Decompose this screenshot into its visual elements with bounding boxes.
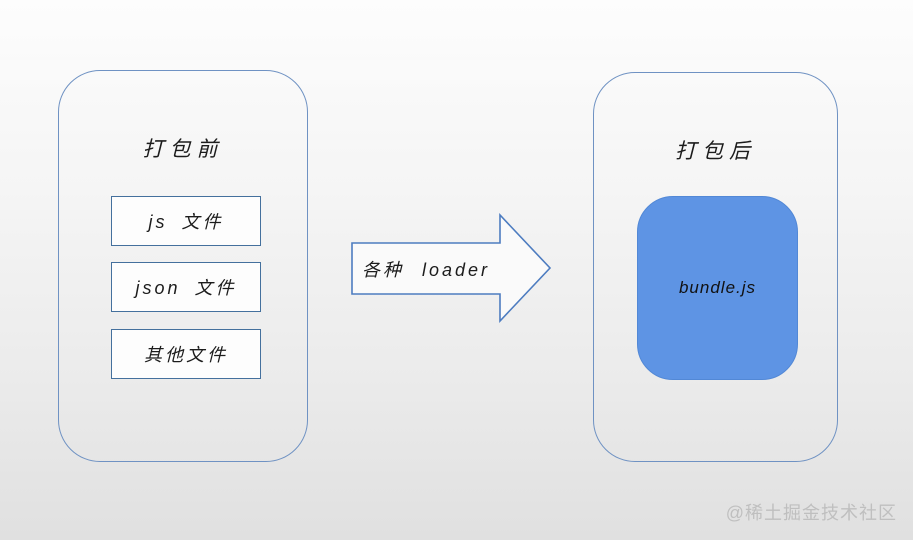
before-packaging-title: 打包前 (142, 138, 224, 161)
file-box-js: js 文件 (111, 196, 261, 246)
arrow-label: 各种 loader (361, 259, 491, 280)
file-box-json: json 文件 (111, 262, 261, 312)
file-box-other-label: 其他文件 (144, 345, 228, 365)
after-packaging-container: 打包后 (593, 72, 838, 462)
watermark: @稀土掘金技术社区 (725, 503, 897, 523)
before-packaging-container: 打包前 (58, 70, 308, 462)
bundle-js-label: bundle.js (678, 278, 757, 297)
file-box-js-label: js 文件 (148, 212, 224, 232)
file-box-json-label: json 文件 (135, 278, 237, 298)
after-packaging-title: 打包后 (675, 140, 756, 163)
file-box-other: 其他文件 (111, 329, 261, 379)
bundle-js-box: bundle.js (637, 196, 798, 380)
right-block-arrow-icon (351, 213, 552, 323)
